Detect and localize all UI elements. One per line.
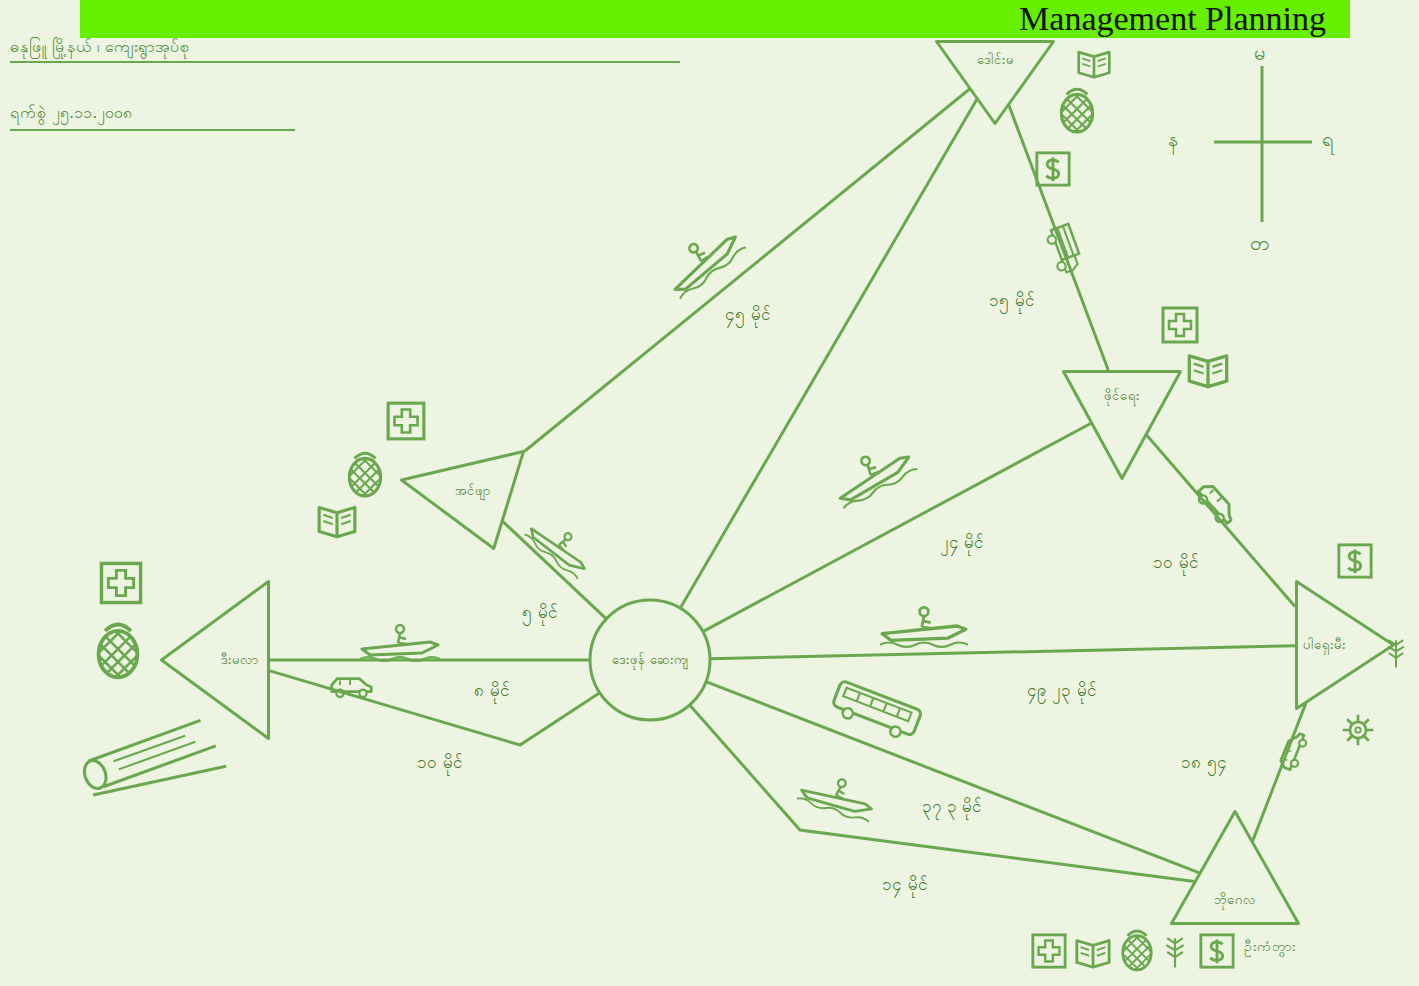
distance-label: ၄၉ ၂၃ မိုင်	[1024, 680, 1100, 700]
map-note: န	[1168, 126, 1178, 156]
boat-icon	[658, 219, 747, 301]
route-line	[270, 671, 600, 745]
money-icon	[1201, 935, 1233, 967]
village-name: ဘိုဂေလ	[1214, 892, 1256, 908]
map-note: ဦးကံဘွား	[1244, 937, 1296, 958]
distance-label: ၈ မိုင်	[471, 680, 512, 700]
village-triangle: ဘိုဂေလ	[1170, 810, 1300, 925]
village-triangle: အင်ဖျာ	[400, 450, 525, 550]
car-icon	[1194, 482, 1238, 527]
basket-icon	[92, 623, 144, 681]
basket-icon	[1118, 930, 1156, 973]
compass-line	[1261, 66, 1264, 222]
school-icon	[1189, 356, 1226, 387]
boat-icon	[360, 625, 440, 661]
map-note: မ	[1254, 40, 1265, 70]
distance-label: ၂၄ မိုင်	[937, 532, 987, 552]
underline	[10, 129, 295, 131]
health-icon	[1163, 308, 1197, 342]
distance-label: ၃၇ ၃ မိုင်	[919, 796, 986, 816]
compass-line	[1214, 141, 1312, 144]
distance-label: ၁၀ မိုင်	[414, 752, 465, 772]
route-line	[706, 682, 1200, 873]
village-name: ဒေးဖုန် ဆေးကျ	[612, 652, 688, 668]
route-line	[1147, 435, 1295, 606]
money-icon	[1037, 153, 1069, 185]
village-name: ဒီးမလာ	[221, 652, 259, 668]
village-triangle: ဒီးမလာ	[160, 580, 270, 740]
boat-icon	[523, 511, 597, 580]
route-line	[1253, 703, 1306, 841]
title-bar: Management Planning	[80, 0, 1350, 38]
village-triangle: ဒေါင်းမ	[935, 40, 1055, 125]
distance-label: ၄၅ မိုင်	[722, 304, 773, 324]
distance-label: ၅ မိုင်	[519, 602, 560, 622]
health-icon	[388, 403, 424, 439]
route-line	[690, 705, 1195, 881]
school-icon	[1079, 52, 1110, 77]
triangle-outline	[1062, 370, 1182, 480]
route-line	[680, 99, 977, 608]
health-icon	[1033, 935, 1065, 967]
route-line	[1009, 105, 1108, 370]
distance-label: ၁၀ မိုင်	[1150, 552, 1201, 572]
map-note: ဓနုဖြူ မြို့နယ် ၊ ကျေးရွာအုပ်စု	[10, 36, 190, 60]
route-line	[270, 659, 590, 662]
tree-icon	[1166, 938, 1183, 967]
triangle-outline	[1170, 810, 1300, 925]
map-title: Management Planning	[80, 0, 1350, 38]
village-triangle: ဖိုင်ရေး	[1062, 370, 1182, 480]
bus-icon	[830, 680, 922, 742]
basket-icon	[1056, 88, 1098, 135]
distance-label: ၁၅ မိုင်	[986, 290, 1037, 310]
money-icon	[1339, 545, 1371, 577]
village-name: ဒေါင်းမ	[977, 52, 1014, 68]
basket-icon	[344, 452, 386, 499]
boat-icon	[880, 607, 968, 647]
gear-icon	[1343, 715, 1374, 746]
school-icon	[1077, 941, 1109, 968]
route-line	[703, 423, 1091, 631]
underline	[10, 61, 680, 63]
triangle-outline	[400, 450, 525, 550]
route-line	[710, 646, 1295, 659]
route-line	[525, 89, 970, 451]
village-name: အင်ဖျာ	[455, 483, 491, 499]
village-circle: ဒေးဖုန် ဆေးကျ	[588, 598, 712, 722]
village-triangle: ပါရှေးမီး	[1295, 580, 1395, 710]
boat-icon	[796, 768, 879, 824]
village-name: ပါရှေးမီး	[1303, 637, 1346, 653]
boat-icon	[827, 438, 919, 511]
map-note: ရက်စွဲ ၂၅.၁၁.၂၀၀၈	[10, 102, 133, 126]
distance-label: ၁၄ မိုင်	[879, 874, 930, 894]
health-icon	[101, 563, 140, 602]
map-note: ရ	[1322, 126, 1333, 156]
distance-label: ၁၈ ၅၄	[1178, 752, 1229, 772]
village-name: ဖိုင်ရေး	[1104, 388, 1140, 404]
school-icon	[319, 507, 355, 536]
timber-icon	[81, 720, 226, 795]
map-note: တ	[1250, 230, 1269, 260]
